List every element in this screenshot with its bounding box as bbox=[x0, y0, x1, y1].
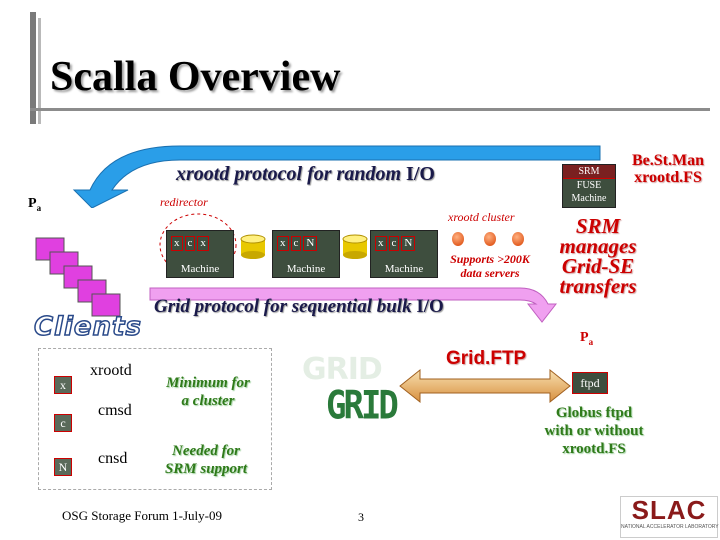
srm-manages-label: SRM manages Grid-SE transfers bbox=[548, 214, 648, 298]
client-stack-icon bbox=[35, 237, 121, 317]
bestman-line: Be.St.Man bbox=[632, 152, 704, 169]
client-node-label: Pa bbox=[28, 196, 41, 213]
globus-line: with or without bbox=[544, 423, 644, 439]
grid-logo: GRID bbox=[326, 383, 399, 429]
slac-logo: SLAC NATIONAL ACCELERATOR LABORATORY bbox=[620, 495, 719, 538]
globus-label: Globus ftpd with or without xrootd.FS bbox=[530, 404, 658, 458]
srm-stack-line: Machine bbox=[571, 193, 607, 204]
machine-name: Machine bbox=[180, 263, 220, 275]
srm-stack-line: FUSE bbox=[563, 178, 615, 192]
blue-arrow-icon bbox=[72, 145, 601, 208]
bestman-line: xrootd.FS bbox=[634, 169, 702, 186]
legend-letter-box: N bbox=[54, 458, 72, 476]
gridftp-label: Grid.FTP bbox=[446, 348, 527, 369]
legend-letter-box: c bbox=[54, 414, 72, 432]
grid-logo-shadow: GRID bbox=[302, 352, 383, 387]
min-line: a cluster bbox=[181, 393, 235, 409]
slac-logo-text: SLAC bbox=[631, 495, 707, 525]
srm-side-line: manages bbox=[559, 234, 637, 258]
machine-letter: c bbox=[290, 236, 302, 251]
machine-letter: c bbox=[184, 236, 196, 251]
needed-line: SRM support bbox=[164, 461, 248, 477]
machine-name: Machine bbox=[286, 263, 326, 275]
cluster-label: xrootd cluster bbox=[448, 210, 515, 224]
legend-box bbox=[38, 348, 272, 490]
bestman-label: Be.St.Man xrootd.FS bbox=[620, 152, 716, 186]
protocol-random-plain: I/O bbox=[406, 163, 435, 185]
bulk-arrow-icon bbox=[149, 287, 558, 323]
protocol-bulk-label: Grid protocol for sequential bulk I/O bbox=[154, 296, 444, 318]
protocol-random-italic: xrootd protocol for random bbox=[176, 163, 402, 185]
machine-letter: x bbox=[197, 236, 209, 251]
protocol-bulk-plain: I/O bbox=[416, 296, 444, 317]
machine-name: Machine bbox=[384, 263, 424, 275]
page-number: 3 bbox=[358, 510, 364, 524]
supports-line: data servers bbox=[460, 266, 520, 280]
machine-letter: N bbox=[303, 236, 318, 251]
server-dot bbox=[484, 232, 496, 246]
minimum-cluster-label: Minimum for a cluster bbox=[152, 374, 264, 410]
legend-name: cnsd bbox=[98, 450, 128, 467]
title-accent-bar bbox=[30, 12, 36, 124]
server-node-sub: a bbox=[588, 336, 594, 347]
server-dot bbox=[512, 232, 524, 246]
redirector-label: redirector bbox=[160, 195, 208, 209]
page-title: Scalla Overview bbox=[50, 54, 341, 100]
footer-text: OSG Storage Forum 1-July-09 bbox=[62, 508, 222, 523]
slac-logo-sub: NATIONAL ACCELERATOR LABORATORY bbox=[621, 524, 719, 530]
globus-line: Globus ftpd bbox=[555, 405, 633, 421]
globus-line: xrootd.FS bbox=[562, 441, 626, 457]
title-accent-bar-light bbox=[38, 18, 41, 124]
supports-line: Supports >200K bbox=[450, 252, 530, 266]
gridftp-arrow-icon bbox=[399, 368, 571, 404]
protocol-random-label: xrootd protocol for random I/O bbox=[176, 163, 435, 186]
srm-side-line: SRM bbox=[575, 214, 621, 238]
server-dot bbox=[452, 232, 464, 246]
needed-srm-label: Needed for SRM support bbox=[150, 442, 262, 478]
srm-stack-line: SRM bbox=[563, 165, 615, 178]
srm-side-line: transfers bbox=[559, 274, 637, 298]
machine-letter: c bbox=[388, 236, 400, 251]
legend-name: xrootd bbox=[90, 362, 132, 379]
machine-letter: x bbox=[375, 236, 387, 251]
min-line: Minimum for bbox=[166, 375, 250, 391]
legend-letter-box: x bbox=[54, 376, 72, 394]
title-divider bbox=[30, 108, 710, 111]
clients-label: Clients bbox=[33, 311, 142, 343]
srm-side-line: Grid-SE bbox=[561, 254, 635, 278]
machine-letter: N bbox=[401, 236, 416, 251]
protocol-bulk-italic: Grid protocol for sequential bulk bbox=[154, 296, 412, 317]
supports-label: Supports >200K data servers bbox=[440, 252, 540, 280]
machine-letter: x bbox=[171, 236, 183, 251]
disk-icon bbox=[342, 234, 368, 259]
machine-letter: x bbox=[277, 236, 289, 251]
client-node-letter: P bbox=[28, 196, 37, 211]
needed-line: Needed for bbox=[172, 443, 240, 459]
ftpd-box: ftpd bbox=[572, 372, 608, 394]
legend-name: cmsd bbox=[98, 402, 132, 419]
client-node-sub: a bbox=[36, 202, 42, 213]
server-node-letter: P bbox=[580, 330, 589, 345]
server-node-label: Pa bbox=[580, 330, 593, 347]
disk-icon bbox=[240, 234, 266, 259]
srm-machine: SRM FUSE Machine bbox=[562, 164, 616, 208]
